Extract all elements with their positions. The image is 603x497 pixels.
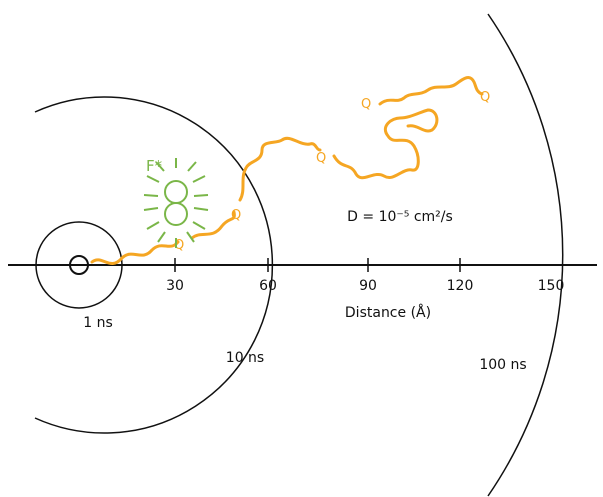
tick-label-150: 150 [538,278,565,294]
radius-label-10ns: 10 ns [226,350,264,366]
radius-arc-10ns [34,96,274,434]
radius-circle-1ns [35,221,123,309]
diffusion-coefficient: D = 10⁻⁵ cm²/s [347,209,453,225]
quencher-label-3: Q [316,151,326,166]
fluorophore-label: F* [146,157,163,175]
quencher-labels: Q Q Q Q Q [174,90,490,253]
fluorophore-sunburst-icon [143,158,209,248]
center-ring [69,255,89,275]
tick-labels: 30 60 90 120 150 [166,278,564,294]
quencher-label-4: Q [361,97,371,112]
quencher-label-5: Q [480,90,490,105]
axis-title: Distance (Å) [345,304,431,321]
tick-label-120: 120 [447,278,474,294]
radius-arc-100ns [487,13,564,497]
tick-label-30: 30 [166,278,184,294]
radius-label-1ns: 1 ns [83,315,113,331]
axis-ticks [174,258,461,272]
radius-label-100ns: 100 ns [479,357,526,373]
tick-label-90: 90 [359,278,377,294]
quencher-label-1: Q [174,238,184,253]
polymer-chain [90,76,484,265]
quencher-label-2: Q [231,208,241,223]
tick-label-60: 60 [259,278,277,294]
